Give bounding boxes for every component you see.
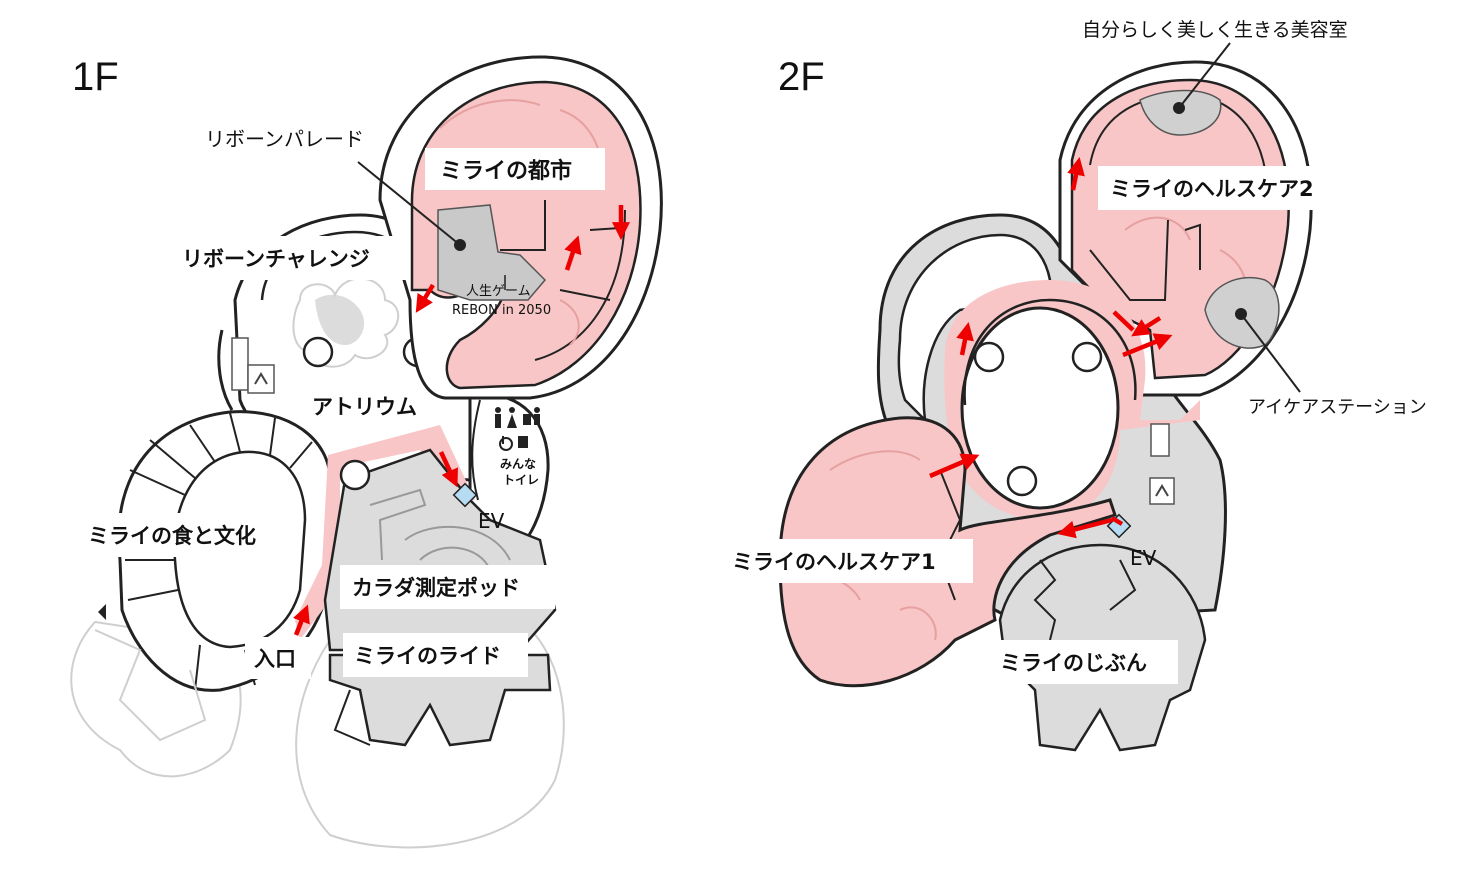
label-mirai-city[interactable]: ミライの都市 [440, 158, 572, 184]
karada-pink-corridor [295, 425, 475, 640]
label-bg-healthcare2 [1098, 166, 1353, 210]
flow-arrows-1f [293, 205, 630, 636]
label-ev-2f: EV [1130, 546, 1157, 570]
label-jibun[interactable]: ミライのじぶん [1000, 651, 1147, 675]
label-karada-pod[interactable]: カラダ測定ポッド [352, 576, 520, 600]
ride-zone[interactable] [328, 653, 552, 747]
salon-leader [1178, 42, 1231, 109]
floor-title-2f: 2F [778, 55, 825, 99]
label-toilet-1: みんな [500, 457, 536, 471]
central-atrium-hole [960, 306, 1120, 510]
label-jinsei-game-2[interactable]: REBON in 2050 [452, 303, 551, 318]
atrium-left-wall [217, 329, 234, 411]
restroom-box-1f [247, 364, 275, 394]
label-bg-food-culture [78, 513, 293, 557]
label-bg-entrance [245, 637, 311, 679]
label-bg-karada-pod [340, 565, 555, 609]
food-culture-lower-faint [94, 629, 207, 742]
pillar [1071, 341, 1103, 373]
label-bg-ride [343, 633, 528, 677]
label-food-culture[interactable]: ミライの食と文化 [88, 524, 256, 548]
label-bg-mirai-city [425, 148, 605, 190]
stairs-2f [1150, 423, 1170, 457]
eyecare-leader [1240, 313, 1301, 393]
label-healthcare2[interactable]: ミライのヘルスケア2 [1110, 177, 1314, 201]
elevator-1f [452, 482, 478, 508]
stairs-1f [231, 337, 249, 391]
label-bg-reborn-challenge [170, 236, 410, 280]
label-jinsei-game-1: 人生ゲーム [466, 284, 531, 299]
label-ev-1f: EV [478, 509, 505, 533]
pillar [302, 336, 334, 368]
label-bg-healthcare1 [723, 539, 973, 583]
label-entrance[interactable]: 入口 [254, 647, 296, 671]
entry-marker [98, 604, 106, 620]
label-toilet-2[interactable]: トイレ [503, 473, 539, 487]
label-ride[interactable]: ミライのライド [354, 644, 501, 668]
flow-arrows-2f [929, 157, 1173, 539]
arrow-corner-2f [1110, 516, 1124, 526]
label-eyecare[interactable]: アイケアステーション [1248, 397, 1427, 418]
pillar [973, 341, 1005, 373]
restroom-box-2f [1149, 477, 1175, 505]
floor-title-1f: 1F [72, 55, 119, 99]
label-atrium: アトリウム [312, 395, 417, 419]
label-healthcare1[interactable]: ミライのヘルスケア1 [732, 550, 936, 574]
pillar [1006, 465, 1038, 497]
restroom-icons [495, 407, 540, 428]
accessible-icon [499, 436, 513, 451]
label-salon[interactable]: 自分らしく美しく生きる美容室 [1082, 19, 1348, 41]
baby-icon [518, 436, 528, 448]
arrow-corner-2f [1112, 310, 1135, 332]
reborn-parade-zone[interactable] [437, 204, 547, 301]
label-reborn-parade: リボーンパレード [205, 127, 364, 151]
atrium-inner-gray [315, 294, 365, 345]
reborn-parade-leader [357, 161, 461, 246]
pillar [339, 459, 371, 491]
label-reborn-challenge[interactable]: リボーンチャレンジ [182, 247, 370, 271]
label-bg-jibun [990, 640, 1178, 684]
